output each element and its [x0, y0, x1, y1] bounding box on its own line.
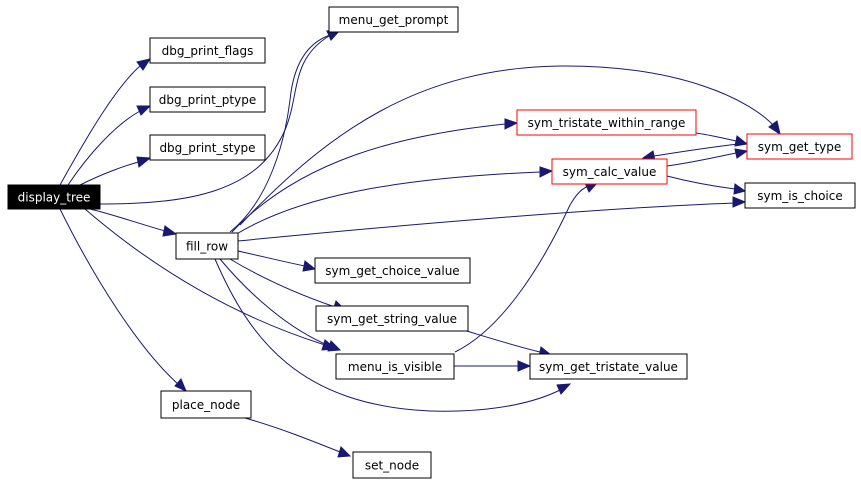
- node-set_node[interactable]: set_node: [352, 451, 432, 479]
- node-sym_calc_value[interactable]: sym_calc_value: [551, 158, 668, 185]
- edge-sym_calc_value-sym_is_choice: [666, 175, 747, 195]
- node-sym_get_tristate_value[interactable]: sym_get_tristate_value: [529, 353, 688, 380]
- node-dbg_print_stype[interactable]: dbg_print_stype: [149, 134, 266, 161]
- node-dbg_print_ptype[interactable]: dbg_print_ptype: [149, 86, 266, 113]
- edge-display_tree-sym_get_type: [239, 65, 781, 226]
- edge-fill_row-sym_is_choice: [237, 196, 747, 242]
- node-label: set_node: [365, 459, 419, 473]
- edge-display_tree-dbg_print_flags: [59, 58, 152, 186]
- node-label: place_node: [172, 398, 240, 412]
- node-label: sym_is_choice: [757, 189, 843, 203]
- node-place_node[interactable]: place_node: [160, 390, 252, 419]
- edge-place_node-set_node: [244, 417, 352, 458]
- edge-display_tree-dbg_print_stype: [79, 156, 152, 186]
- node-dbg_print_flags[interactable]: dbg_print_flags: [149, 37, 266, 64]
- nodes: display_tree menu_get_prompt dbg_print_f…: [7, 6, 856, 479]
- node-display_tree[interactable]: display_tree: [7, 184, 101, 210]
- edge-fill_row-sym_tristate_within_range: [231, 118, 519, 233]
- edge-sym_get_type-sym_calc_value: [641, 142, 748, 162]
- node-label: menu_is_visible: [348, 360, 442, 374]
- node-label: dbg_print_stype: [159, 141, 255, 155]
- node-label: sym_calc_value: [563, 165, 657, 179]
- node-fill_row[interactable]: fill_row: [175, 232, 239, 260]
- edge-display_tree-place_node: [59, 208, 187, 392]
- edge-fill_row-sym_get_tristate_value: [214, 258, 572, 412]
- edge-display_tree-menu_is_visible: [84, 208, 338, 351]
- node-label: sym_get_choice_value: [325, 264, 459, 278]
- edge-menu_is_visible-sym_get_tristate_value: [454, 360, 532, 372]
- edge-sym_get_string_value-sym_get_tristate_value: [459, 328, 553, 358]
- node-label: sym_get_tristate_value: [539, 360, 678, 374]
- edge-display_tree-dbg_print_ptype: [67, 105, 152, 186]
- edge-display_tree-fill_row: [89, 208, 178, 237]
- node-label: fill_row: [186, 240, 228, 254]
- node-label: sym_get_string_value: [327, 312, 457, 326]
- node-menu_get_prompt[interactable]: menu_get_prompt: [328, 6, 459, 33]
- edge-fill_row-sym_calc_value: [234, 166, 554, 236]
- edge-sym_tristate_within_range-sym_get_type: [695, 132, 749, 147]
- edge-fill_row-sym_get_choice_value: [237, 250, 317, 272]
- node-label: dbg_print_flags: [162, 44, 254, 58]
- node-menu_is_visible[interactable]: menu_is_visible: [335, 353, 455, 380]
- node-label: sym_tristate_within_range: [528, 116, 686, 130]
- node-label: menu_get_prompt: [339, 13, 449, 27]
- node-sym_tristate_within_range[interactable]: sym_tristate_within_range: [516, 109, 697, 136]
- node-sym_get_choice_value[interactable]: sym_get_choice_value: [314, 257, 471, 284]
- node-label: display_tree: [18, 191, 91, 205]
- edge-fill_row-menu_is_visible: [219, 258, 342, 352]
- node-label: dbg_print_ptype: [159, 93, 256, 107]
- node-label: sym_get_type: [758, 140, 842, 154]
- edge-menu_is_visible-sym_calc_value: [454, 181, 600, 353]
- node-sym_get_string_value[interactable]: sym_get_string_value: [315, 305, 469, 332]
- node-sym_is_choice[interactable]: sym_is_choice: [744, 182, 856, 209]
- edge-sym_calc_value-sym_get_type: [666, 148, 749, 167]
- edges: [59, 29, 781, 458]
- node-sym_get_type[interactable]: sym_get_type: [746, 133, 853, 160]
